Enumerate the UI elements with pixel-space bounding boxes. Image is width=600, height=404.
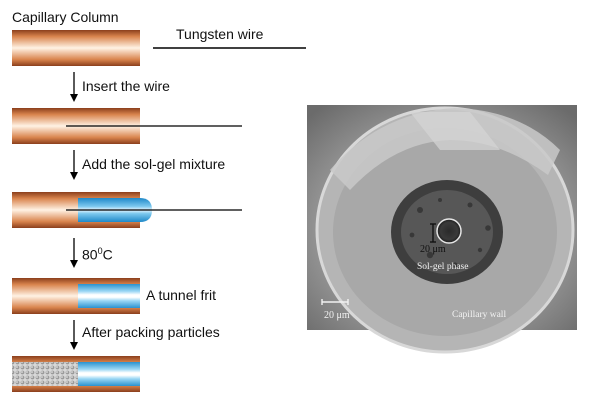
step-insert-label: Insert the wire (82, 78, 170, 94)
step-packing-label: After packing particles (82, 324, 220, 340)
sem-wall-label: Capillary wall (452, 310, 507, 320)
sem-image (307, 105, 577, 354)
heat-unit: C (102, 246, 113, 263)
packed-frit (78, 362, 140, 386)
heat-degree-mark: 0 (97, 246, 103, 256)
sem-phase-label: Sol-gel phase (417, 262, 469, 272)
arrow-insert (70, 72, 78, 102)
packed-particles (12, 362, 78, 386)
sem-inner-scale-label: 20 μm (420, 244, 446, 255)
capillary-empty (12, 30, 140, 66)
arrow-heat (70, 238, 78, 268)
tunnel-frit (78, 284, 140, 308)
step-sol-gel-label: Add the sol-gel mixture (82, 156, 226, 172)
diagram-title: Capillary Column (12, 9, 119, 25)
frit-label: A tunnel frit (146, 287, 217, 303)
sem-outer-scale-label: 20 μm (324, 310, 350, 321)
heat-temperature: 80 (82, 246, 98, 263)
arrow-packing (70, 320, 78, 350)
step-heat-label: 800C (82, 246, 113, 263)
arrow-sol-gel (70, 150, 78, 180)
tungsten-wire-label: Tungsten wire (176, 26, 264, 42)
